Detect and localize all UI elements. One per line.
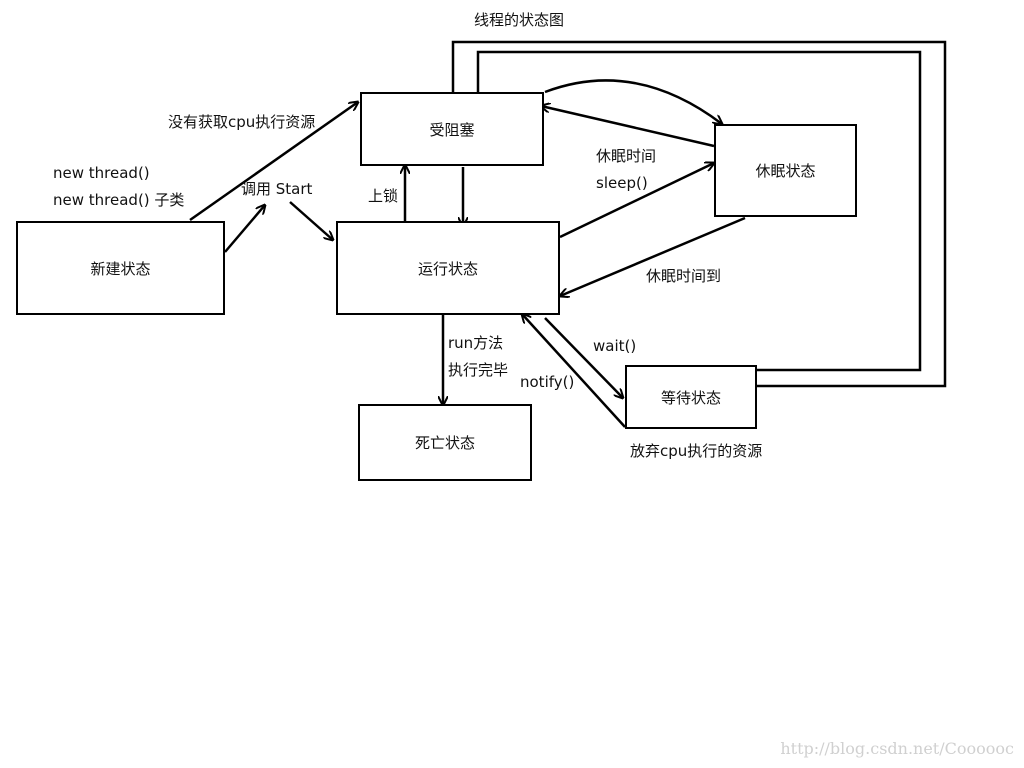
label-sleep-done: 休眠时间到 (646, 267, 722, 285)
state-running-label: 运行状态 (417, 259, 478, 278)
label-no-cpu: 没有获取cpu执行资源 (168, 113, 316, 131)
label-run-method: run方法 (448, 334, 504, 352)
label-wait-call: wait() (593, 337, 637, 355)
label-sleep-call: sleep() (596, 174, 648, 192)
arrow-running-to-sleeping (559, 163, 714, 239)
arrow-new-to-start (224, 205, 265, 253)
arrow-sleeping-to-blocked (541, 106, 715, 148)
state-waiting: 等待状态 (625, 365, 757, 429)
label-lock: 上锁 (368, 187, 399, 205)
diagram-title: 线程的状态图 (474, 11, 565, 29)
label-call-start: 调用 Start (241, 180, 313, 198)
loop-waiting-to-blocked-inner (476, 50, 922, 372)
state-new: 新建状态 (16, 221, 225, 315)
arrow-waiting-to-running (522, 314, 626, 428)
state-sleeping-label: 休眠状态 (755, 162, 816, 180)
label-sleep-time: 休眠时间 (596, 147, 657, 165)
label-notify-call: notify() (520, 373, 575, 391)
state-new-label: 新建状态 (90, 259, 151, 278)
label-give-up-cpu: 放弃cpu执行的资源 (630, 442, 763, 460)
state-dead: 死亡状态 (358, 404, 532, 481)
state-blocked-label: 受阻塞 (429, 120, 475, 139)
label-new-thread: new thread() (53, 164, 150, 182)
arrow-running-to-waiting (544, 317, 623, 398)
state-dead-label: 死亡状态 (414, 434, 475, 452)
arrow-blocked-to-sleeping-curve (544, 79, 722, 124)
state-sleeping: 休眠状态 (714, 124, 857, 217)
state-blocked: 受阻塞 (360, 92, 544, 166)
watermark: http://blog.csdn.net/Coooooc (780, 739, 1014, 758)
state-running: 运行状态 (336, 221, 560, 315)
state-waiting-label: 等待状态 (660, 388, 721, 407)
label-run-complete: 执行完毕 (448, 361, 509, 379)
arrow-start-to-running (289, 201, 333, 240)
arrow-sleeping-to-running (560, 216, 746, 296)
label-new-thread-subclass: new thread() 子类 (53, 191, 185, 209)
loop-waiting-to-blocked-outer (451, 40, 947, 388)
arrow-new-to-blocked (189, 102, 358, 222)
